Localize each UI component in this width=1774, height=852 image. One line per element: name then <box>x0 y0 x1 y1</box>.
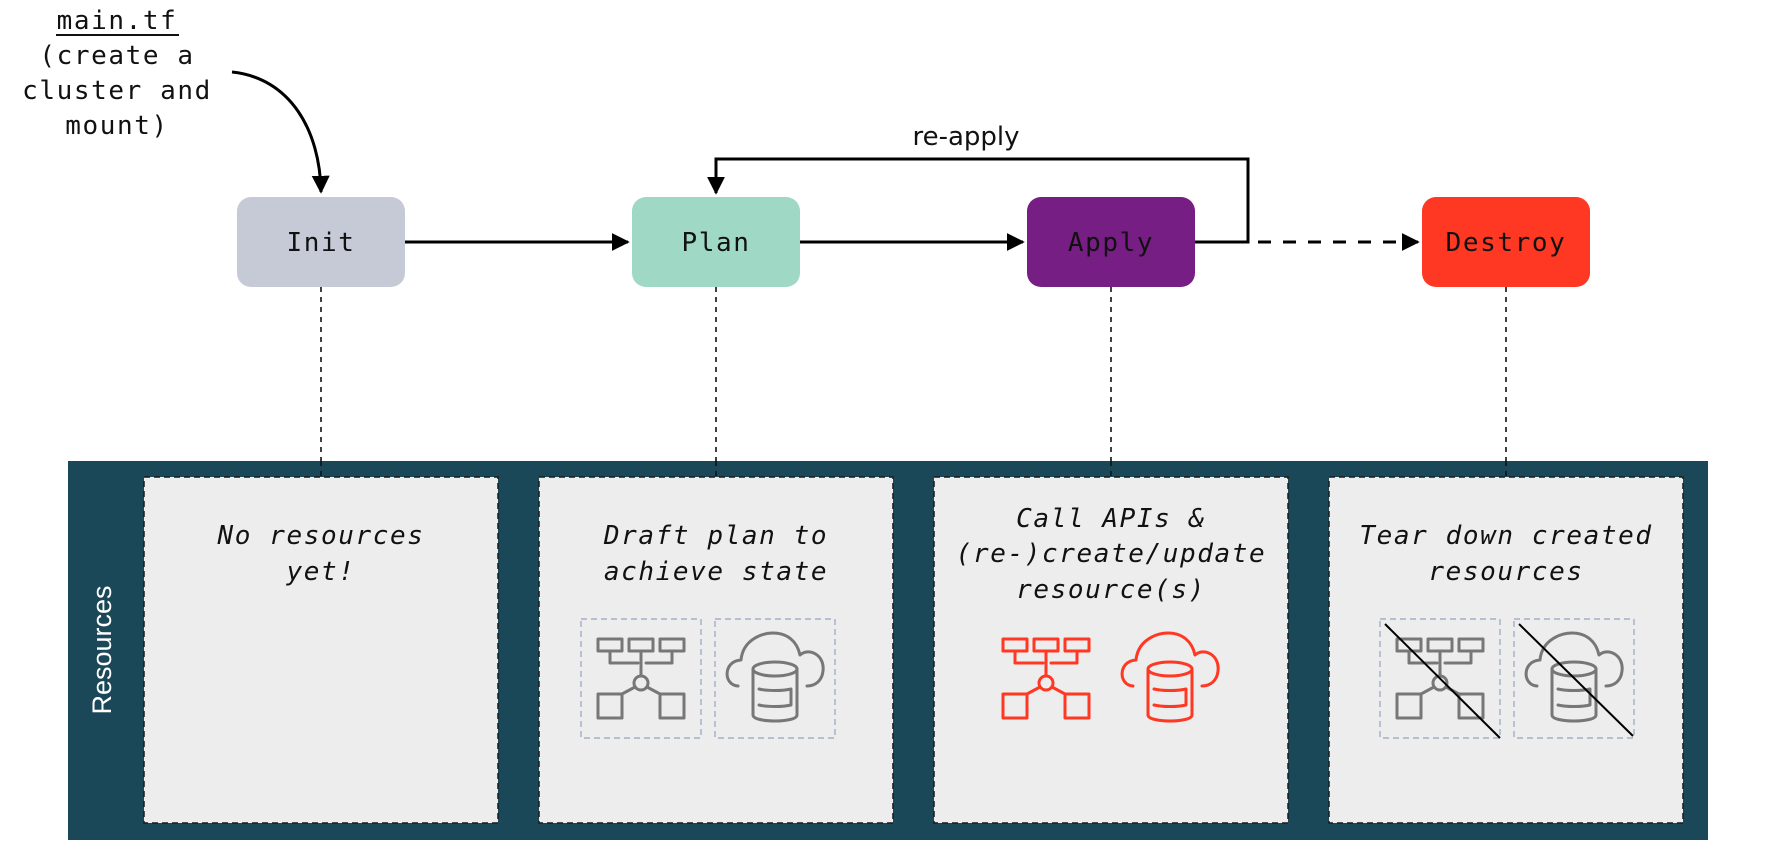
stage-destroy[interactable]: Destroy <box>1422 197 1590 287</box>
reapply-label: re-apply <box>912 122 1019 152</box>
destroyed-resource-placeholder <box>1513 618 1635 739</box>
network-link <box>1443 649 1473 665</box>
strike-through-line <box>1384 623 1501 739</box>
network-hub <box>1431 674 1449 692</box>
resource-card-text: resources <box>1428 557 1583 587</box>
resource-card-text: Call APIs & <box>1016 504 1206 534</box>
network-link <box>1407 649 1439 665</box>
resource-card-plan: Draft plan to achieve state <box>538 476 894 824</box>
reapply-loop-arrow <box>707 157 1250 244</box>
network-node-bottom <box>658 692 686 720</box>
network-hub <box>1037 674 1055 692</box>
network-link <box>1013 649 1045 665</box>
resources-label: Resources <box>87 585 117 714</box>
resource-card-text: Draft plan to <box>603 521 828 551</box>
resource-card-text: achieve state <box>604 557 828 587</box>
network-link <box>1049 649 1079 665</box>
source-description-line: cluster and <box>22 76 212 106</box>
resource-card-init: No resources yet! <box>143 476 499 824</box>
source-file-name: main.tf <box>57 6 178 36</box>
resource-card-text: Tear down created <box>1359 521 1652 551</box>
stage-apply[interactable]: Apply <box>1027 197 1195 287</box>
database-band <box>757 687 793 708</box>
network-node-bottom <box>596 692 624 720</box>
resource-card-destroy: Tear down created resources <box>1328 476 1684 824</box>
cloud-outline <box>725 631 825 688</box>
resource-card-text: (re-)create/update <box>956 539 1267 569</box>
resource-card-text: resource(s) <box>1016 575 1206 605</box>
resource-card-text: No resources <box>216 521 424 551</box>
resource-card-background <box>933 476 1289 824</box>
network-hub <box>632 674 650 692</box>
stage-init-box[interactable] <box>237 197 405 287</box>
cloud-outline <box>1120 631 1220 688</box>
resource-card-background <box>143 476 499 824</box>
network-link <box>644 649 674 665</box>
network-link <box>645 685 662 696</box>
database-band <box>1556 687 1592 708</box>
planned-resource-placeholder <box>580 618 702 739</box>
network-icon <box>1395 637 1485 720</box>
network-link <box>1025 685 1042 696</box>
database-body <box>1550 667 1598 723</box>
network-icon <box>1001 637 1091 720</box>
network-link <box>1050 685 1067 696</box>
destroyed-resource-placeholder <box>1379 618 1501 739</box>
network-icon <box>596 637 686 720</box>
resource-card-background <box>1328 476 1684 824</box>
stage-plan[interactable]: Plan <box>632 197 800 287</box>
stage-apply-box[interactable] <box>1027 197 1195 287</box>
database-body <box>751 667 799 723</box>
database-body <box>1146 667 1194 723</box>
stage-destroy-label: Destroy <box>1446 228 1567 258</box>
cloud-database-icon <box>1120 631 1220 723</box>
stage-apply-label: Apply <box>1068 228 1154 258</box>
database-top <box>1146 660 1194 678</box>
source-description-line: mount) <box>65 111 169 141</box>
stage-init-label: Init <box>286 228 355 258</box>
stage-destroy-box[interactable] <box>1422 197 1590 287</box>
network-link <box>608 649 640 665</box>
database-top <box>1550 660 1598 678</box>
database-top <box>751 660 799 678</box>
network-node-bottom <box>1457 692 1485 720</box>
source-annotation: main.tf (create a cluster and mount) <box>22 6 212 141</box>
strike-through-line <box>1518 623 1634 737</box>
resource-card-text: yet! <box>285 557 355 587</box>
database-band <box>1152 687 1188 708</box>
network-link <box>620 685 637 696</box>
source-description-line: (create a <box>39 41 194 71</box>
source-to-init-arrow <box>231 70 330 194</box>
cloud-outline <box>1524 631 1624 688</box>
stage-plan-box[interactable] <box>632 197 800 287</box>
network-node-bottom <box>1001 692 1029 720</box>
network-node-bottom <box>1395 692 1423 720</box>
cloud-database-icon <box>1524 631 1624 723</box>
stage-plan-label: Plan <box>681 228 750 258</box>
stage-init[interactable]: Init <box>237 197 405 287</box>
network-node-bottom <box>1063 692 1091 720</box>
resource-card-apply: Call APIs & (re-)create/update resource(… <box>933 476 1289 824</box>
network-link <box>1419 685 1436 696</box>
cloud-database-icon <box>725 631 825 723</box>
planned-resource-placeholder <box>714 618 836 739</box>
